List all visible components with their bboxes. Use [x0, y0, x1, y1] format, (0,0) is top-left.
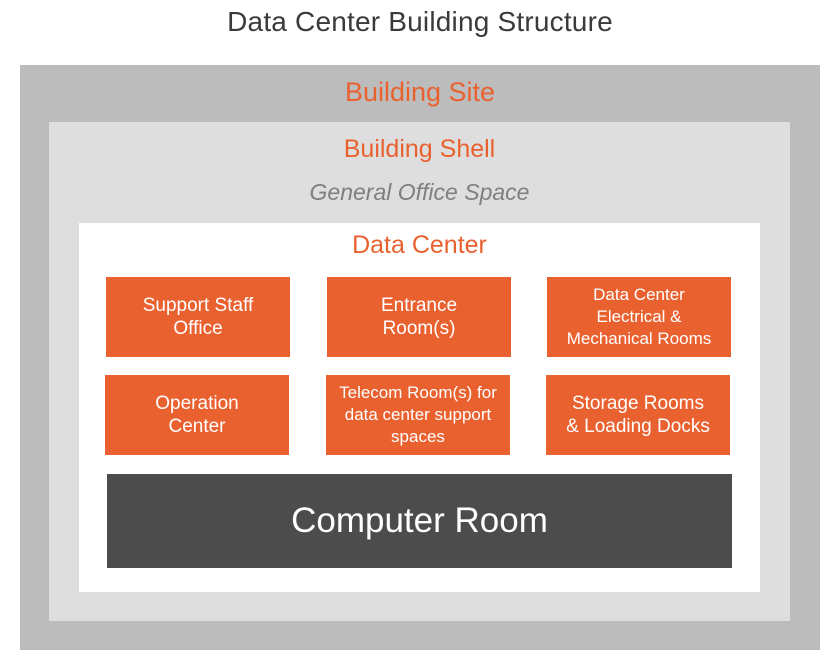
building-site-label: Building Site	[344, 77, 496, 107]
building-shell-box: Building Shell General Office Space Data…	[49, 122, 790, 621]
building-site-box: Building Site Building Shell General Off…	[20, 65, 820, 650]
diagram-title: Data Center Building Structure	[227, 6, 613, 37]
general-office-space-label: General Office Space	[309, 179, 530, 205]
building-shell-label: Building Shell	[343, 135, 496, 163]
computer-room: Computer Room	[107, 474, 732, 568]
storage-loading-docks-room: Storage Rooms& Loading Docks	[546, 375, 730, 455]
data-center-label: Data Center	[352, 231, 487, 259]
